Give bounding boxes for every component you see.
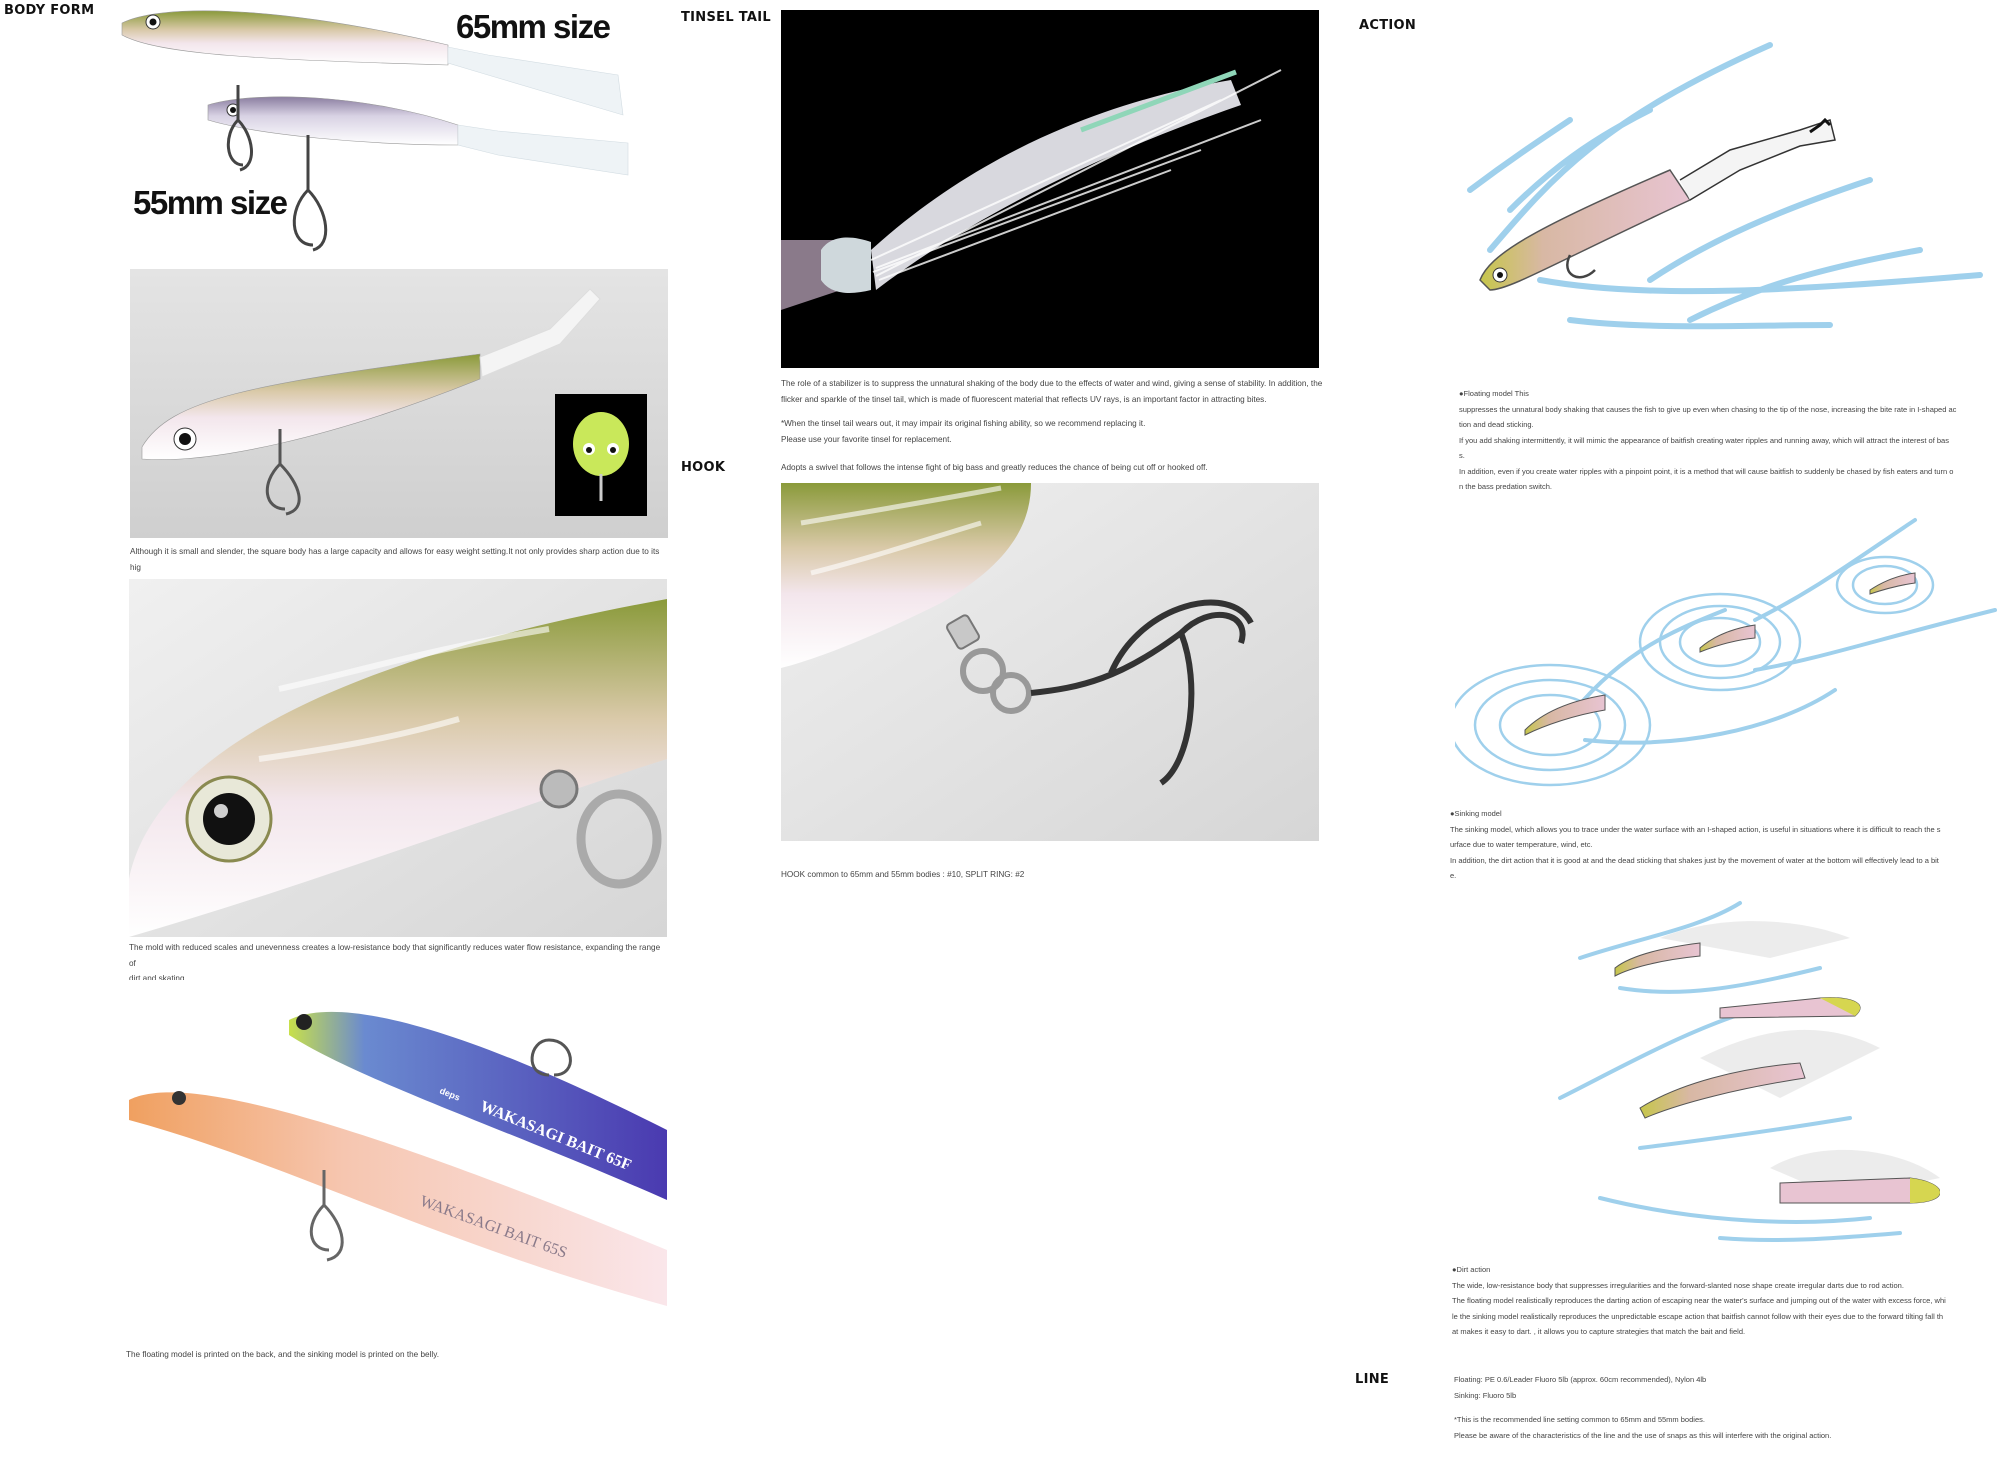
text-line: In addition, even if you create water ri…	[1459, 466, 1954, 476]
text-line: If you add shaking intermittently, it wi…	[1459, 435, 1949, 445]
text-line: The wide, low-resistance body that suppr…	[1452, 1280, 1904, 1290]
caption-line: Please use your favorite tinsel for repl…	[781, 434, 952, 444]
text-line: at makes it easy to dart. , it allows yo…	[1452, 1327, 1746, 1336]
tinsel-caption-2: *When the tinsel tail wears out, it may …	[781, 416, 1326, 447]
caption-line: The role of a stabilizer is to suppress …	[781, 379, 1323, 388]
text-line: suppresses the unnatural body shaking th…	[1459, 404, 1957, 414]
text-line: ●Dirt action	[1452, 1265, 1491, 1274]
body-form-caption-3: The floating model is printed on the bac…	[126, 1350, 439, 1359]
section-heading-tinsel-tail: TINSEL TAIL	[681, 10, 771, 25]
line-note-text: *This is the recommended line setting co…	[1454, 1412, 1999, 1443]
text-line: n the bass predation switch.	[1459, 482, 1552, 491]
section-heading-line: LINE	[1355, 1372, 1390, 1387]
body-form-caption-2: The mold with reduced scales and unevenn…	[129, 940, 669, 987]
text-line: tion and dead sticking.	[1459, 420, 1534, 429]
caption-line: flicker and sparkle of the tinsel tail, …	[781, 394, 1267, 404]
text-line: The floating model realistically reprodu…	[1452, 1296, 1946, 1305]
text-line: In addition, the dirt action that it is …	[1450, 855, 1939, 865]
text-line: urface due to water temperature, wind, e…	[1450, 840, 1593, 849]
section-heading-body-form: BODY FORM	[4, 3, 95, 18]
floating-model-text: ●Floating model This suppresses the unna…	[1459, 386, 1999, 495]
text-line: Sinking: Fluoro 5lb	[1454, 1390, 1517, 1400]
text-line: ●Floating model This	[1459, 389, 1529, 398]
lure-head-closeup-photo	[129, 579, 667, 937]
lure-sizes-photo	[118, 5, 648, 255]
caption-line: dirt and skating.	[129, 974, 187, 983]
section-heading-hook: HOOK	[681, 460, 726, 475]
dirt-action-illustration	[1520, 898, 1940, 1258]
size-label-65mm: 65mm size	[456, 8, 611, 45]
caption-line: The mold with reduced scales and unevenn…	[129, 943, 661, 968]
sinking-model-text: ●Sinking model The sinking model, which …	[1450, 806, 1995, 884]
dirt-action-text: ●Dirt action The wide, low-resistance bo…	[1452, 1262, 2000, 1340]
section-heading-action: ACTION	[1359, 18, 1417, 33]
text-line: s.	[1459, 451, 1465, 460]
lure-side-photo	[130, 269, 668, 538]
hook-caption-1: Adopts a swivel that follows the intense…	[781, 463, 1208, 472]
text-line: e.	[1450, 871, 1457, 880]
printed-lures-photo: WAKASAGI BAIT 65F WAKASAGI BAIT 65S deps	[129, 980, 667, 1306]
text-line: *This is the recommended line setting co…	[1454, 1415, 1705, 1424]
size-label-55mm: 55mm size	[133, 184, 288, 221]
tinsel-tail-photo	[781, 10, 1319, 368]
hook-swivel-photo	[781, 483, 1319, 841]
sinking-action-illustration	[1455, 510, 2000, 795]
caption-line: *When the tinsel tail wears out, it may …	[781, 419, 1146, 428]
text-line: Please be aware of the characteristics o…	[1454, 1430, 1832, 1440]
text-line: The sinking model, which allows you to t…	[1450, 824, 1941, 834]
caption-line: Although it is small and slender, the sq…	[130, 547, 660, 572]
line-setting-text: Floating: PE 0.6/Leader Fluoro 5lb (appr…	[1454, 1372, 1999, 1403]
text-line: le the sinking model realistically repro…	[1452, 1311, 1944, 1321]
hook-caption-2: HOOK common to 65mm and 55mm bodies : #1…	[781, 870, 1025, 879]
text-line: ●Sinking model	[1450, 809, 1502, 818]
tinsel-caption-1: The role of a stabilizer is to suppress …	[781, 376, 1326, 407]
floating-action-illustration	[1450, 40, 2000, 340]
text-line: Floating: PE 0.6/Leader Fluoro 5lb (appr…	[1454, 1375, 1707, 1384]
